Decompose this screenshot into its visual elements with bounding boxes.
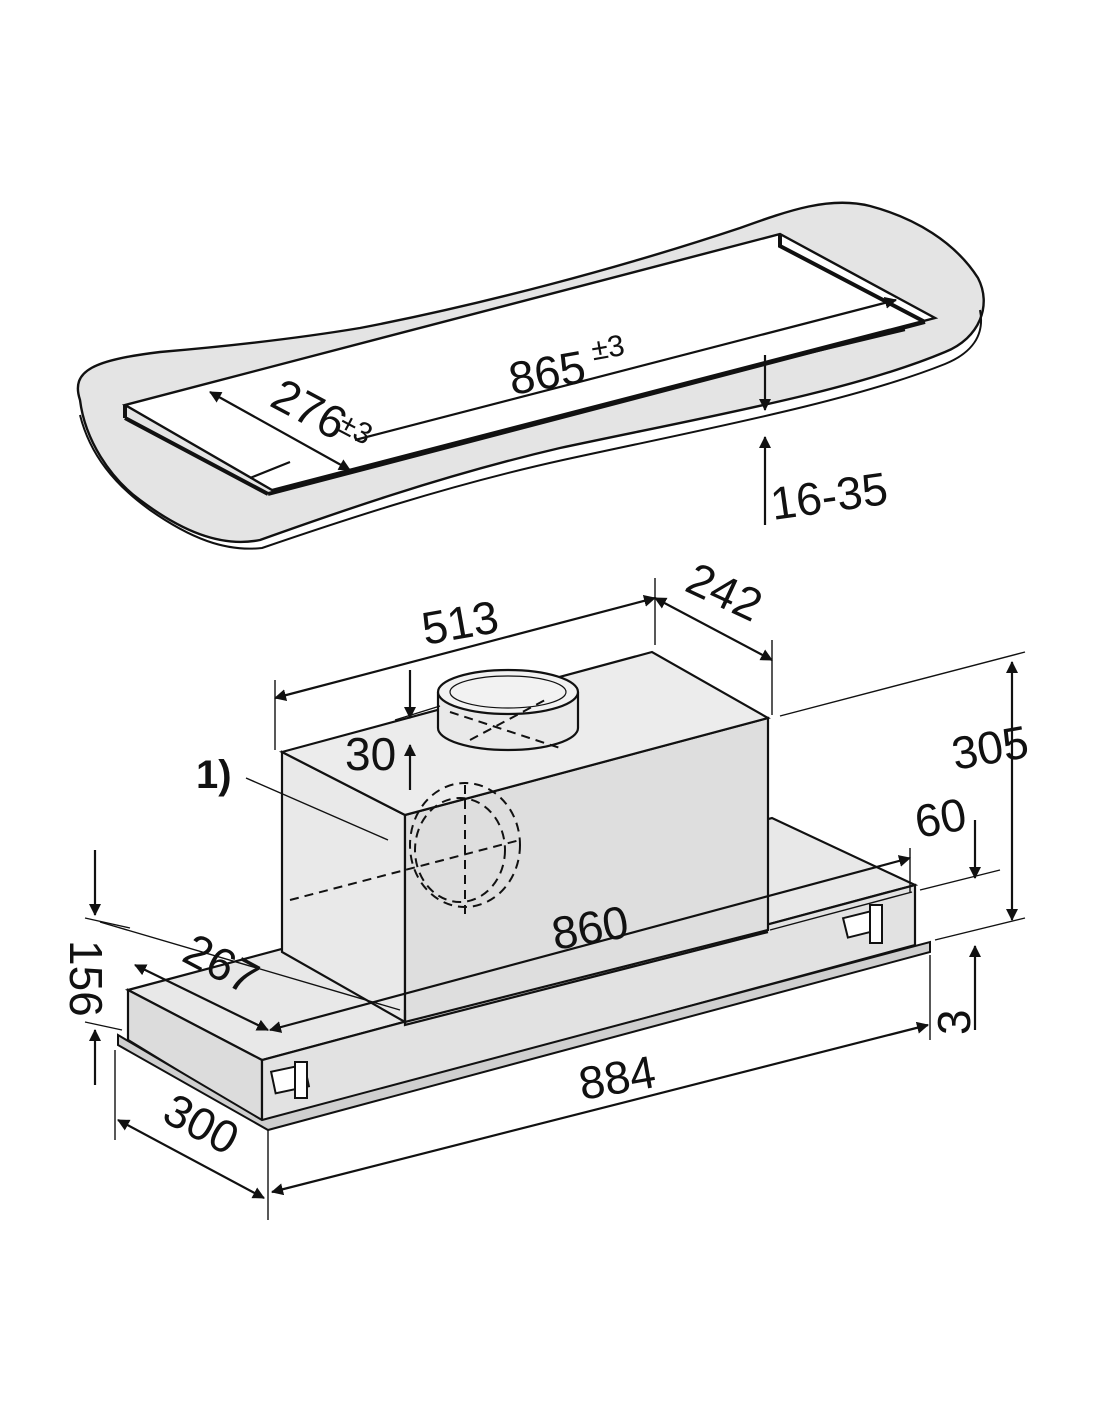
- cutout-inner-edge: [123, 234, 926, 496]
- board-edge: [79, 309, 983, 550]
- label-top-depth: 242: [679, 552, 771, 632]
- label-top-width: 513: [418, 590, 503, 655]
- duct-collar: [436, 668, 580, 752]
- width-ext: [249, 460, 291, 480]
- width-arrow: [209, 391, 351, 471]
- svg-text:16-35: 16-35: [767, 462, 891, 530]
- hood-unit: [117, 650, 931, 1132]
- body-length-arrow: [269, 855, 911, 1033]
- length-ext: [779, 328, 906, 362]
- label-overall-height: 305: [948, 715, 1033, 780]
- bottom-depth-arrow: [117, 1119, 265, 1199]
- overall-width-arrow: [271, 1021, 929, 1196]
- length-arrow: [354, 296, 897, 442]
- top-depth-arrow: [654, 597, 773, 661]
- label-duct-offset: 30: [345, 728, 396, 780]
- cutout-thickness-label: 16-35: [767, 462, 891, 530]
- label-reference: 1): [196, 753, 232, 797]
- svg-text:±3: ±3: [589, 329, 627, 367]
- body-depth-arrow: [134, 964, 269, 1031]
- label-lip: 3: [928, 1009, 980, 1035]
- label-side-height: 60: [911, 788, 970, 848]
- hood-dimensions: [84, 578, 1026, 1220]
- cutout-length-label: 865 ±3: [505, 329, 627, 405]
- reference-leader: [245, 777, 389, 841]
- label-overall-width: 884: [575, 1045, 660, 1110]
- top-width-arrow: [274, 594, 656, 702]
- label-front-height: 156: [60, 940, 112, 1017]
